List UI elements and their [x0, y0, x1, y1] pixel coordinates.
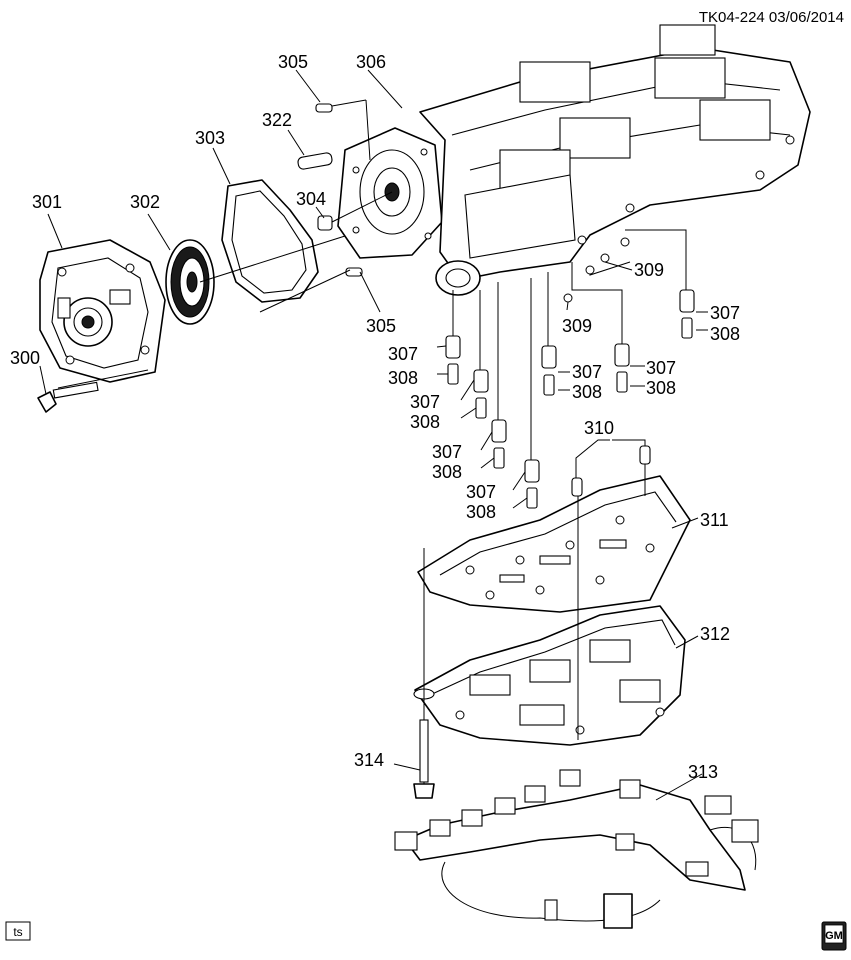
part-302-pump-gear — [165, 239, 215, 325]
callout-307: 307 — [646, 358, 676, 378]
callout-311: 311 — [700, 510, 729, 530]
callout-305-top: 305 — [278, 52, 308, 72]
callout-307: 307 — [710, 303, 740, 323]
callout-308: 308 — [410, 412, 440, 432]
callout-307: 307 — [410, 392, 440, 412]
spring-set-7 — [679, 289, 695, 339]
footer-ts-tag: ts — [5, 921, 31, 941]
spring-set-1 — [445, 335, 461, 385]
spring-set-3 — [491, 419, 507, 469]
part-314-bolt — [413, 548, 435, 799]
callout-308: 308 — [710, 324, 740, 344]
callout-300: 300 — [10, 348, 40, 368]
callout-305-bottom: 305 — [366, 316, 396, 336]
callout-302: 302 — [130, 192, 160, 212]
document-id: TK04-224 03/06/2014 — [699, 9, 844, 26]
callout-312: 312 — [700, 624, 730, 644]
callout-labels: 300 301 302 303 304 305 305 306 322 307 … — [10, 52, 740, 782]
footer-tag-text: ts — [13, 925, 22, 939]
part-312-lower-valve-body — [413, 605, 686, 746]
callout-301: 301 — [32, 192, 62, 212]
callout-308: 308 — [646, 378, 676, 398]
callout-306: 306 — [356, 52, 386, 72]
spring-set-2 — [473, 369, 489, 419]
callout-307: 307 — [466, 482, 496, 502]
callout-322: 322 — [262, 110, 292, 130]
part-309-check-balls — [563, 237, 630, 303]
callout-303: 303 — [195, 128, 225, 148]
spring-set-4 — [524, 459, 540, 509]
leader-lines — [39, 69, 708, 801]
callout-308: 308 — [572, 382, 602, 402]
gm-logo: GM — [821, 921, 847, 951]
callout-310: 310 — [584, 418, 614, 438]
spring-set-6 — [614, 343, 630, 393]
part-322-pin — [297, 152, 333, 170]
spring-set-5 — [541, 345, 557, 396]
part-311-spacer-plate — [417, 475, 691, 613]
part-301-pump-cover — [39, 239, 166, 383]
callout-307: 307 — [432, 442, 462, 462]
part-304-bushing — [317, 215, 333, 231]
part-303-gasket — [221, 179, 319, 303]
callout-309: 309 — [562, 316, 592, 336]
callout-307: 307 — [572, 362, 602, 382]
callout-308: 308 — [466, 502, 496, 522]
callout-313: 313 — [688, 762, 718, 782]
callout-307: 307 — [388, 344, 418, 364]
springs-307-308 — [445, 289, 695, 509]
part-313-wiring-harness — [394, 769, 759, 929]
gm-logo-text: GM — [825, 930, 843, 942]
callout-309: 309 — [634, 260, 664, 280]
part-300-bolt — [37, 381, 99, 413]
callout-308: 308 — [432, 462, 462, 482]
callout-308: 308 — [388, 368, 418, 388]
callout-304: 304 — [296, 189, 326, 209]
callout-314: 314 — [354, 750, 384, 770]
part-306-valve-body-upper — [337, 24, 811, 296]
